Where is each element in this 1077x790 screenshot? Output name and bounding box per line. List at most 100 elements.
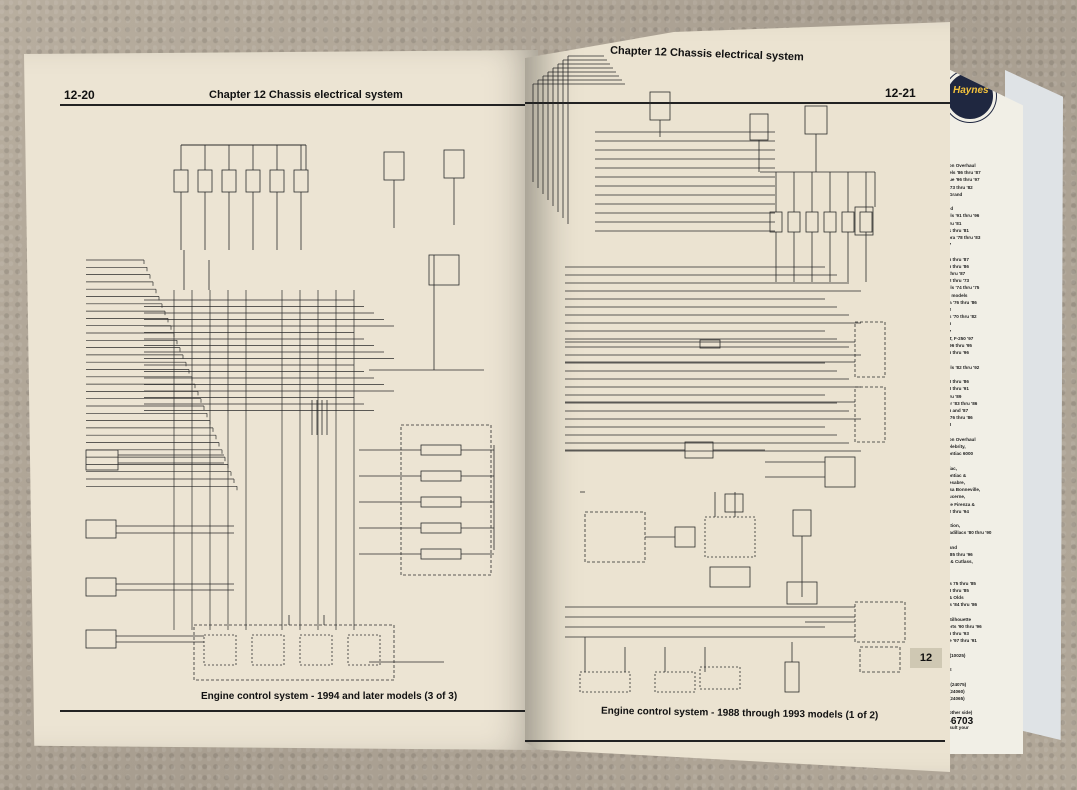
component-box <box>269 169 285 193</box>
component-box <box>854 601 906 643</box>
component-box <box>203 634 237 666</box>
component-box <box>787 211 801 233</box>
back-cover-line: '96 thru '93 <box>945 631 969 637</box>
back-cover-line: '93 <box>945 421 991 428</box>
right-page: Chapter 12 Chassis electrical system 12-… <box>525 22 950 772</box>
component-box <box>420 548 462 560</box>
component-box <box>85 577 117 597</box>
back-cover-line: sion Overhaul <box>945 163 976 168</box>
left-wiring-diagram <box>85 144 495 681</box>
back-cover-line: '88 thru '85 <box>945 587 969 593</box>
back-cover-line: ers 75 thru '85 <box>945 580 976 586</box>
right-wiring-diagram <box>532 55 906 693</box>
back-cover-line: '75 thru '86 <box>945 263 969 269</box>
back-cover-line: ers '84 thru '86 <box>945 602 978 608</box>
component-box <box>245 169 261 193</box>
back-cover-line <box>945 457 991 464</box>
back-cover-line <box>945 248 991 255</box>
back-cover-line: '78 thru '86 <box>945 379 969 385</box>
back-cover-line: s (24065) <box>945 696 965 702</box>
back-cover-line: all models <box>945 292 968 298</box>
back-cover-line: sion Overhaul <box>945 436 976 442</box>
back-cover-line: dels '74 thru '75 <box>945 285 980 291</box>
back-cover-line: ola '76 thru '86 <box>945 299 977 305</box>
back-cover-line: els '70 thru '82 <box>945 314 977 320</box>
component-box <box>854 386 886 443</box>
back-cover-line: thru '89 <box>945 393 962 399</box>
back-cover-line: '75 thru '87 <box>945 256 969 262</box>
back-cover-line: ntiac, <box>945 465 957 471</box>
right-page-number: 12-21 <box>885 86 916 100</box>
component-box <box>674 526 696 548</box>
component-box <box>699 666 741 690</box>
component-box <box>221 169 237 193</box>
back-cover-line: K (10025) <box>945 652 966 658</box>
back-cover-line: 0 thru '87 <box>945 271 966 277</box>
back-cover-line <box>945 659 991 666</box>
component-box <box>443 149 465 179</box>
back-cover-line: y Grand <box>945 191 963 197</box>
back-cover-line: s & Olds <box>945 595 964 601</box>
component-box <box>299 634 333 666</box>
component-box <box>347 634 381 666</box>
component-box <box>709 566 751 588</box>
back-cover-line: '85 and '87 <box>945 407 969 413</box>
back-cover-line: s '85 thru '96 <box>945 551 973 557</box>
left-caption: Engine control system - 1994 and later m… <box>201 691 458 702</box>
back-cover-line: 'Lucerne, <box>945 494 966 500</box>
component-box <box>786 581 818 605</box>
component-box <box>784 661 800 693</box>
back-cover-line <box>945 371 991 378</box>
left-header-rule <box>60 104 530 106</box>
back-cover-line: e '76 thru '86 <box>945 415 973 421</box>
back-cover-line: Spra '78 thru '83 <box>945 235 981 241</box>
component-box <box>854 206 874 236</box>
component-box <box>173 169 189 193</box>
back-cover-line: s and <box>945 544 957 550</box>
component-box <box>420 522 462 534</box>
back-cover-line <box>945 645 991 652</box>
right-footer-rule <box>525 740 945 742</box>
component-box <box>654 671 696 693</box>
left-chapter-title: Chapter 12 Chassis electrical system <box>209 89 403 101</box>
back-cover-line: GE <box>945 666 991 673</box>
back-cover-line <box>945 537 991 544</box>
component-box <box>649 91 671 121</box>
back-cover-line: dile Firenza & <box>945 501 975 507</box>
component-box <box>699 339 721 349</box>
component-box <box>859 211 873 233</box>
back-cover-line: Pontiac 6000 <box>945 451 974 457</box>
back-cover-line: 'Cadillacs '80 thru '90 <box>945 530 992 536</box>
back-cover-line: result your <box>945 724 969 730</box>
back-cover-line <box>945 702 991 709</box>
component-box <box>293 169 309 193</box>
component-box <box>823 211 837 233</box>
back-cover-line: Pontiac & <box>945 472 967 478</box>
component-box <box>805 211 819 233</box>
back-cover-line: . <box>945 573 991 580</box>
back-cover-line: e other side) <box>945 710 973 716</box>
back-cover-line: tiation, <box>945 523 961 529</box>
component-box <box>420 470 462 482</box>
component-box <box>749 113 769 141</box>
left-page-number: 12-20 <box>64 88 95 102</box>
component-box <box>824 456 856 488</box>
back-cover-line: 5 '73 thru '82 <box>945 184 973 190</box>
back-cover-line <box>945 609 991 616</box>
component-box <box>804 105 828 135</box>
component-box <box>684 441 714 459</box>
component-box <box>854 321 886 378</box>
back-cover-line: arsa Bonneville, <box>945 487 981 493</box>
component-box <box>859 646 901 673</box>
back-cover-line: ique '96 thru '97 <box>945 177 980 183</box>
component-box <box>579 671 631 693</box>
component-box <box>193 624 395 681</box>
back-cover-line: ld (24075) <box>945 681 967 687</box>
back-cover-line <box>945 356 991 363</box>
back-cover-line: '87 <box>945 328 991 335</box>
component-box <box>85 629 117 649</box>
back-cover-line: 'Lesabre, <box>945 479 965 485</box>
back-cover-line <box>945 429 991 436</box>
